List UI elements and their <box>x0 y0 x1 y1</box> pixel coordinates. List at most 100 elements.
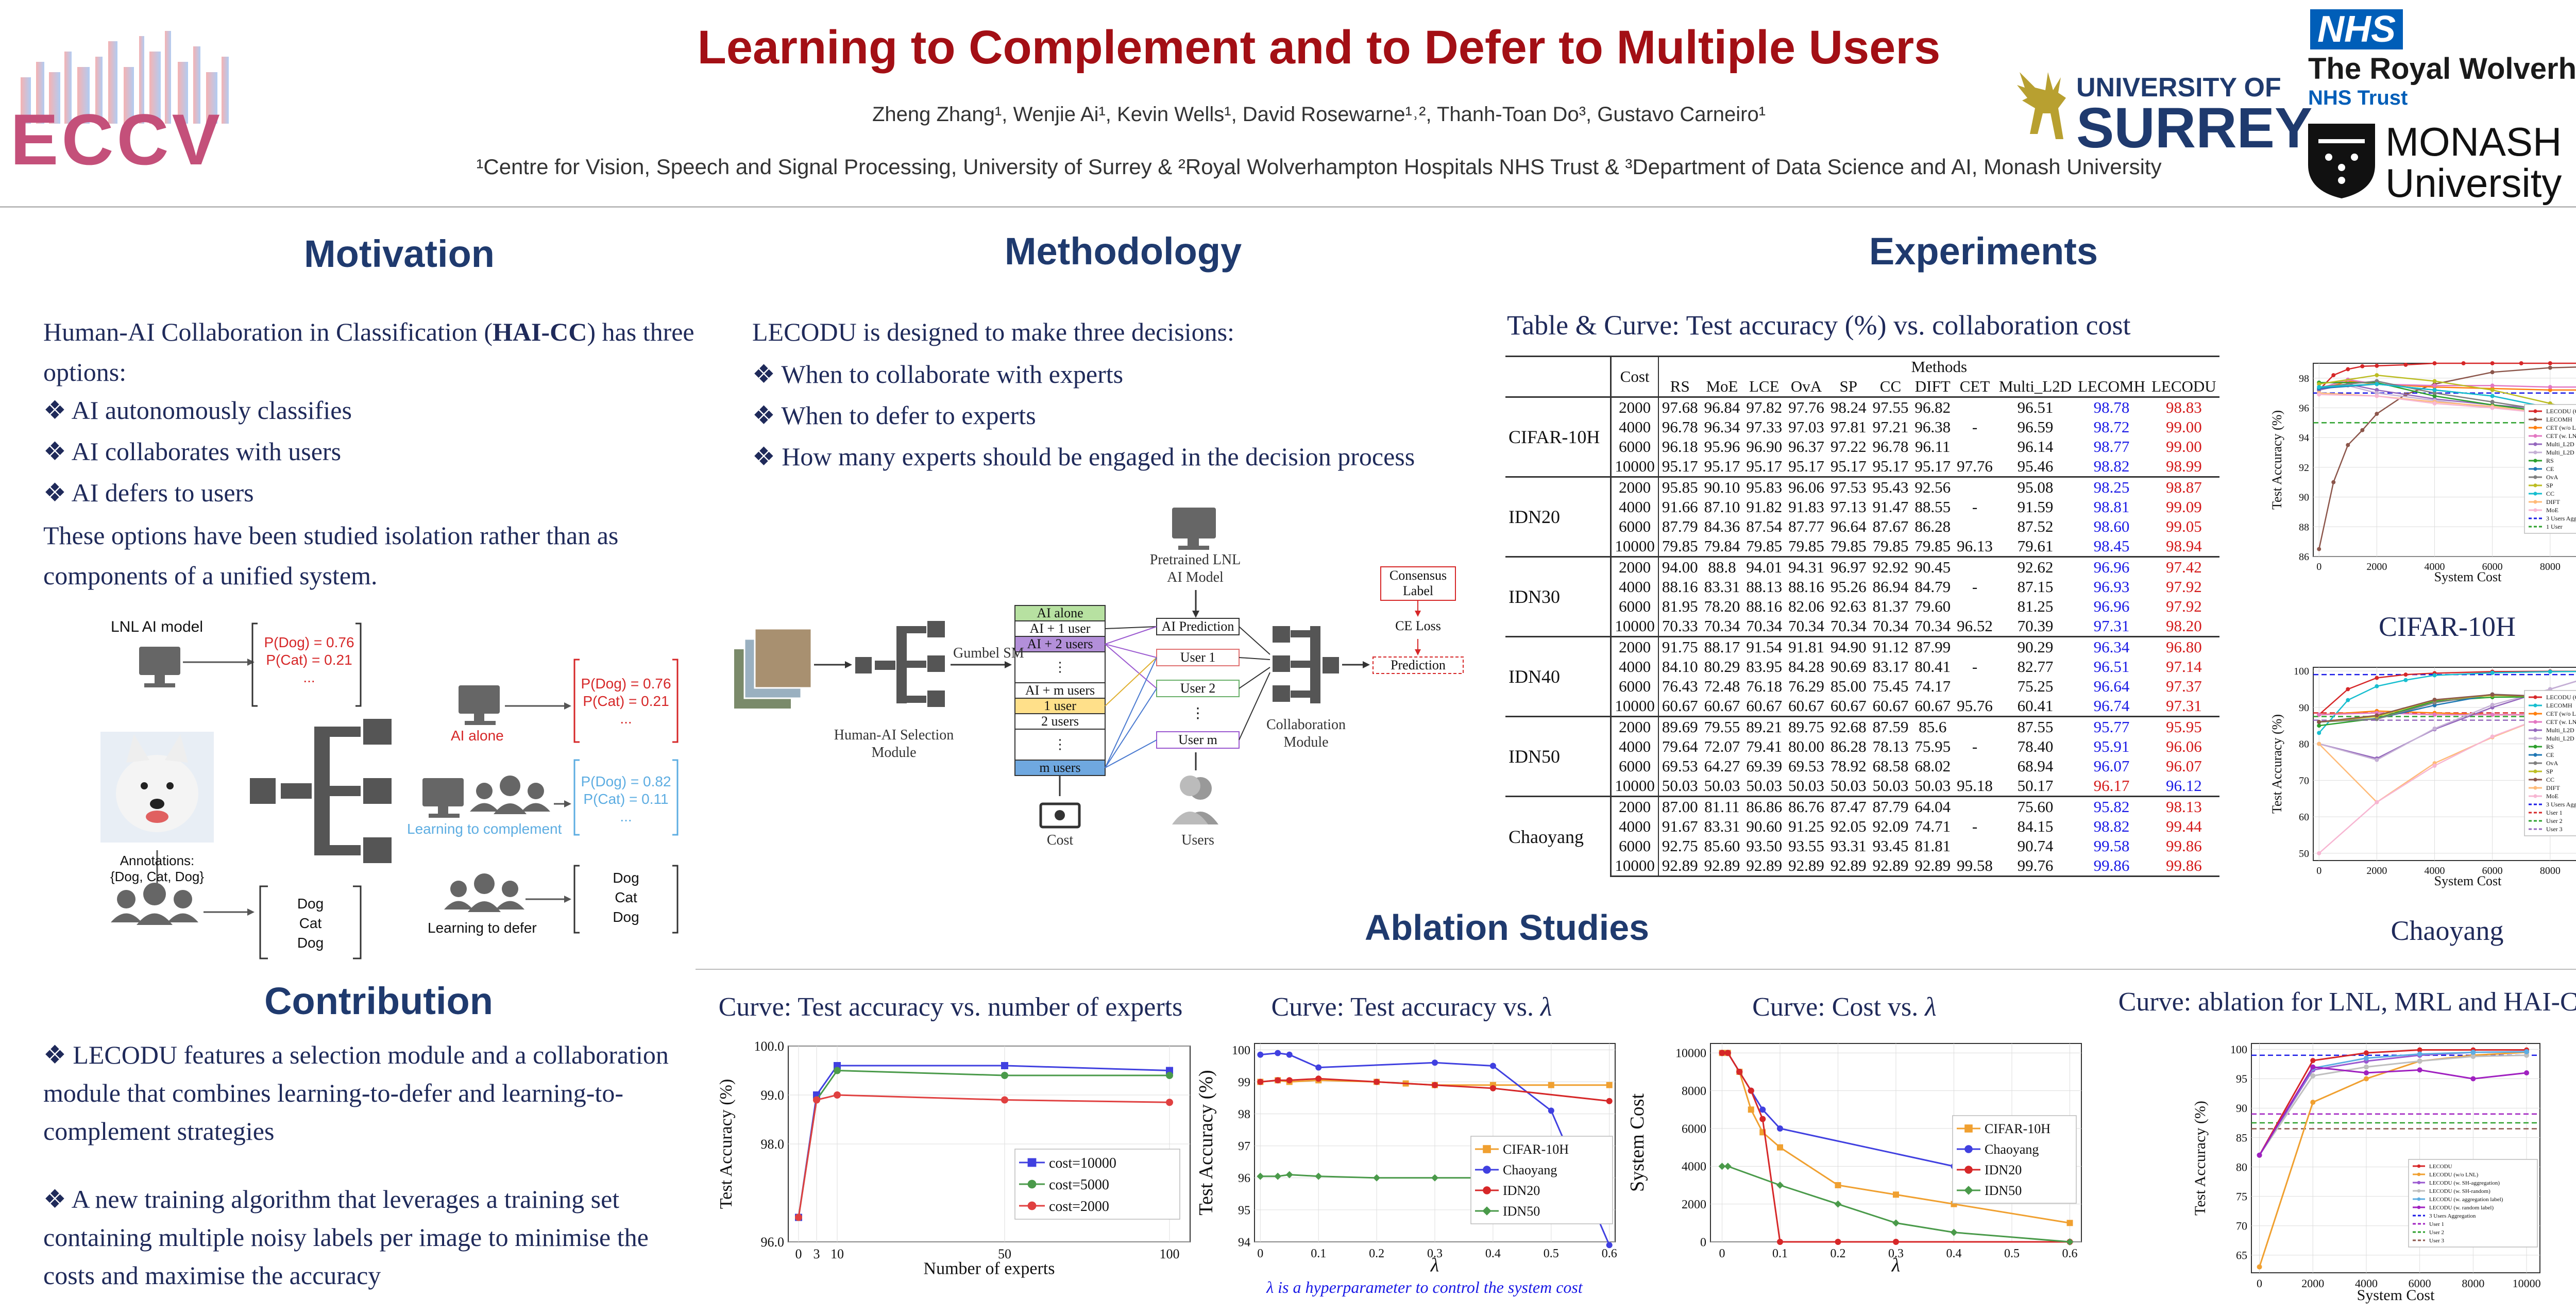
table-cell: 88.8 <box>1701 556 1743 577</box>
table-cell: 99.86 <box>2148 856 2219 877</box>
column-header: CET <box>1954 377 1996 398</box>
data-point <box>2317 392 2321 397</box>
data-point <box>1548 1082 1554 1088</box>
motivation-heading: Motivation <box>304 232 495 275</box>
dataset-cell: IDN30 <box>1505 556 1612 637</box>
table-cell: 76.29 <box>1788 677 1824 695</box>
y-tick-label: 86 <box>2299 551 2309 563</box>
chart-cifar10h: 868890929496980200040006000800010000Syst… <box>2267 356 2576 593</box>
table-cell: 94.00 <box>1658 556 1701 577</box>
methodology-bullet: ❖ How many experts should be engaged in … <box>752 442 1415 471</box>
table-cell: 10000 <box>1611 856 1659 877</box>
data-point <box>2432 712 2437 717</box>
legend-label: Multi_L2D (w. LNL) <box>2546 449 2576 456</box>
column-header: MoE <box>1701 377 1743 398</box>
table-cell: 81.81 <box>1914 837 1951 855</box>
legend-marker <box>2533 508 2537 512</box>
table-cell: 84.28 <box>1788 658 1824 676</box>
table-cell: 96.12 <box>2165 777 2202 795</box>
data-point <box>2363 1064 2369 1070</box>
table-cell: 50.03 <box>1788 777 1824 795</box>
data-point <box>2524 1052 2530 1058</box>
legend-label: OvA <box>2546 760 2558 767</box>
table-cell: 69.53 <box>1788 757 1824 775</box>
computer-icon <box>1172 508 1216 550</box>
table-cell: 96.96 <box>2075 556 2148 577</box>
table-cell: 96.82 <box>1911 396 1954 417</box>
table-cell: 98.82 <box>2093 457 2130 475</box>
table-cell: 85.6 <box>1911 716 1954 737</box>
y-tick-label: 60 <box>2299 812 2309 823</box>
legend-label: IDN50 <box>1985 1183 2022 1198</box>
table-cell: 91.25 <box>1788 817 1824 835</box>
legend-label: MoE <box>2546 507 2558 514</box>
data-point <box>795 1214 802 1221</box>
y-axis-label: System Cost <box>1626 1093 1648 1192</box>
table-cell: 92.05 <box>1830 817 1867 835</box>
legend-label: Multi_L2D (w. LNL) <box>2546 735 2576 742</box>
legend-marker <box>1483 1166 1491 1174</box>
image-stack-icon <box>734 628 812 709</box>
y-axis-label: Test Accuracy (%) <box>2269 714 2284 814</box>
table-cell: 92.56 <box>1911 476 1954 497</box>
gumbel-label: Gumbel SM <box>953 645 1024 661</box>
data-point <box>2490 734 2495 739</box>
table-cell: 60.67 <box>1704 697 1740 715</box>
nhs-badge: NHS <box>2310 9 2403 49</box>
data-point <box>2317 731 2321 735</box>
table-cell: 95.17 <box>1788 457 1824 475</box>
motivation-intro-bold: HAI-CC <box>493 317 587 346</box>
data-point <box>1274 1172 1282 1180</box>
table-cell: 91.82 <box>1746 498 1783 516</box>
data-point <box>1777 1144 1783 1151</box>
legend-label: CET (w. LNL) <box>2546 432 2576 440</box>
table-cell: 86.86 <box>1743 796 1786 817</box>
table-cell: 79.85 <box>1788 537 1824 555</box>
table-cell: 89.75 <box>1785 716 1827 737</box>
user1-box: User 1 <box>1180 650 1216 665</box>
legend-marker <box>2417 1181 2421 1185</box>
table-cell: 91.83 <box>1788 498 1824 516</box>
legend-marker <box>2533 492 2537 496</box>
methodology-bullet: ❖ When to collaborate with experts <box>752 360 1124 389</box>
table-cell: 79.61 <box>2017 537 2054 555</box>
table-cell: 91.54 <box>1743 636 1786 657</box>
selection-module-icon <box>855 621 945 707</box>
prediction-box: Prediction <box>1391 658 1446 672</box>
x-tick-label: 4000 <box>2425 561 2445 572</box>
legend-box <box>1952 1115 2077 1204</box>
users-label: Users <box>1181 832 1214 848</box>
data-point <box>2375 757 2379 762</box>
x-axis-label: System Cost <box>2357 1287 2435 1304</box>
data-point <box>2490 693 2495 697</box>
table-cell: 78.20 <box>1704 597 1740 615</box>
legend-label: User 2 <box>2429 1229 2444 1236</box>
x-tick-label: 0 <box>1257 1247 1263 1260</box>
table-cell: 84.15 <box>2017 817 2054 835</box>
table-cell: 87.15 <box>2017 578 2054 596</box>
x-tick-label: 100 <box>1160 1246 1180 1261</box>
legend-label: CE <box>2546 465 2554 473</box>
data-point <box>2432 394 2437 398</box>
x-tick-label: 10 <box>831 1246 844 1261</box>
table-cell: 97.03 <box>1788 418 1824 436</box>
table-cell: 78.92 <box>1830 757 1867 775</box>
table-cell: 84.10 <box>1662 658 1698 676</box>
data-point <box>2548 361 2552 365</box>
data-point <box>2360 364 2365 368</box>
table-cell: 6000 <box>1611 517 1659 536</box>
legend-label: User 3 <box>2546 826 2563 833</box>
legend-marker <box>2533 703 2537 707</box>
table-cell: 95.17 <box>1872 457 1909 475</box>
methodology-heading: Methodology <box>1004 230 1242 273</box>
table-cell: 83.31 <box>1704 578 1740 596</box>
table-cell: 97.53 <box>1827 476 1870 497</box>
table-cell: 70.34 <box>1704 617 1740 635</box>
nhs-logo: NHS The Royal Wolverhampton NHS Trust <box>2308 9 2576 109</box>
contribution-bullet: ❖ A new training algorithm that leverage… <box>43 1185 649 1290</box>
data-point <box>1759 1116 1766 1122</box>
